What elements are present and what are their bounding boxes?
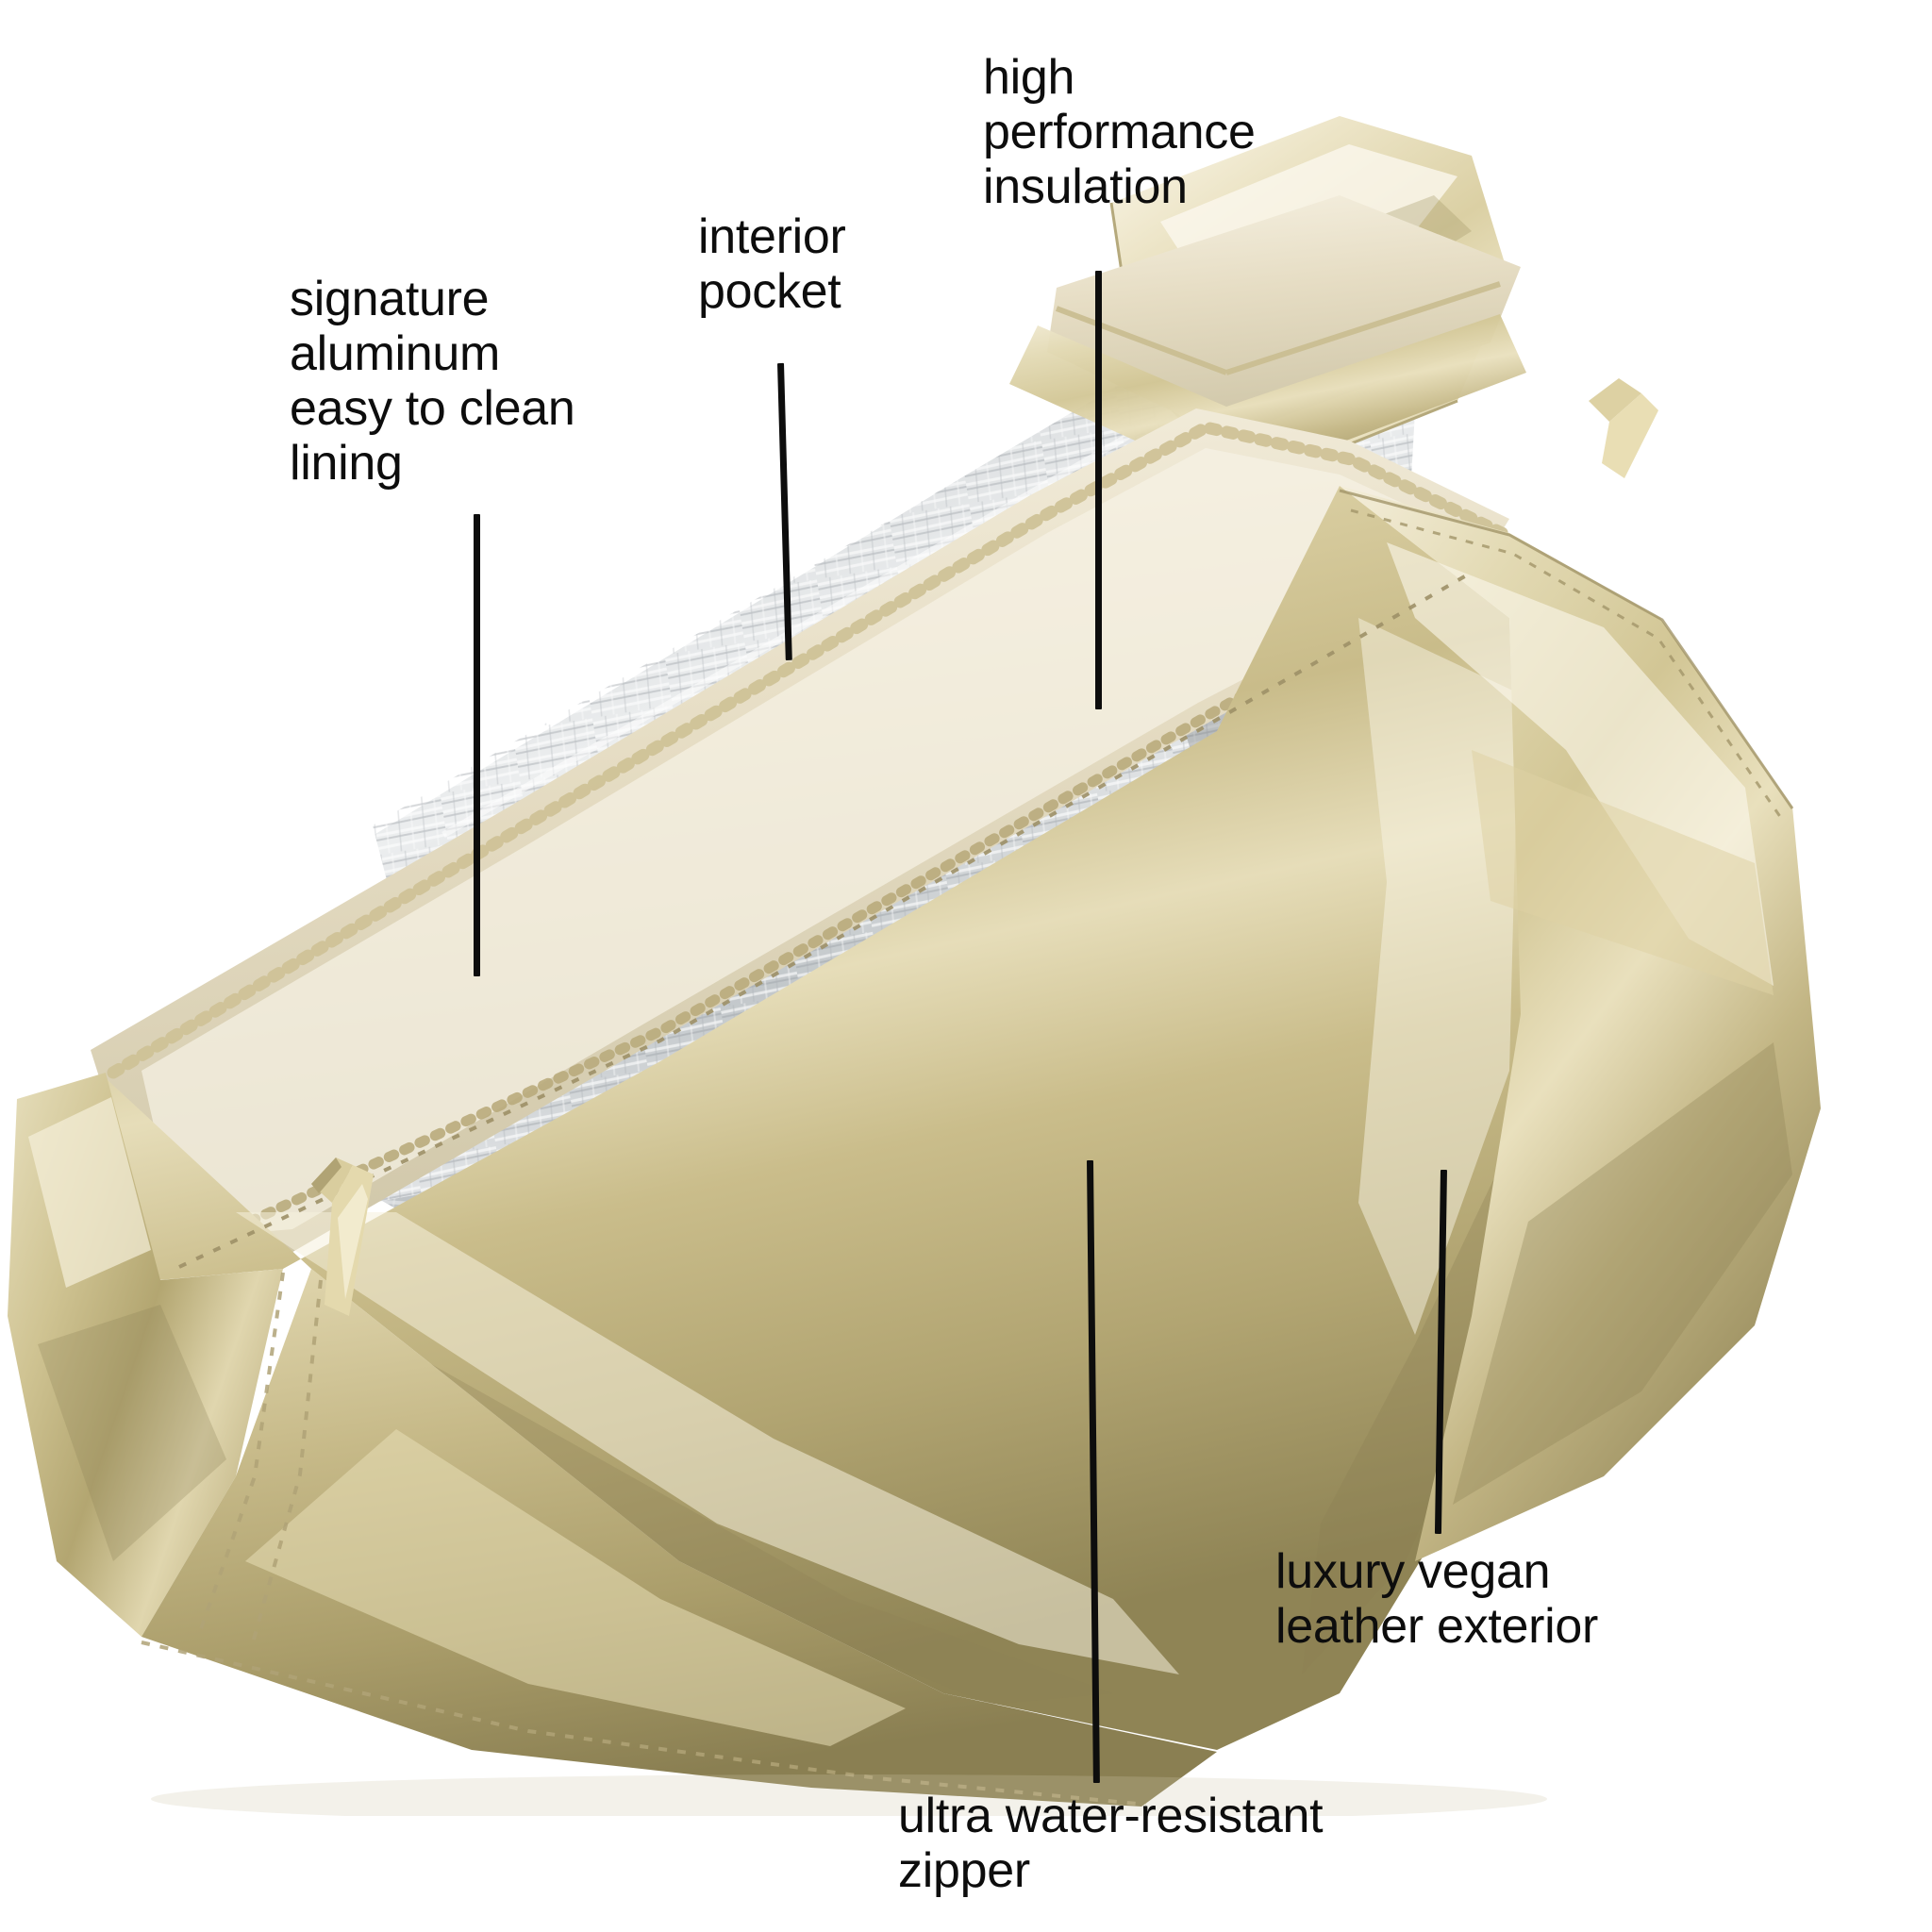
bag-illustration: wellinsulated [8, 116, 1821, 1816]
zipper-pull-icon [311, 1158, 374, 1316]
front-rim-stitching [178, 573, 1470, 1269]
bag-right-panel [1340, 486, 1821, 1561]
callout-interior-pocket: interior pocket [698, 209, 846, 319]
bag-front-panel [106, 486, 1528, 1750]
zipper-pull-back-icon [1589, 378, 1658, 478]
leader-line-high-performance-insulation [1095, 271, 1102, 709]
callout-signature-aluminum-lining: signature aluminum easy to clean lining [290, 272, 575, 491]
callout-high-performance-insulation: high performance insulation [983, 50, 1256, 214]
bottom-stitching [141, 1272, 1147, 1807]
zipper-teeth [107, 421, 1512, 1079]
leader-line-signature-aluminum-lining [474, 514, 480, 976]
callout-ultra-water-resistant-zipper: ultra water-resistant zipper [898, 1789, 1324, 1898]
zipper-tape-back [1047, 195, 1521, 437]
zipper-tape-opening [91, 408, 1509, 1271]
callout-luxury-vegan-leather-exterior: luxury vegan leather exterior [1275, 1544, 1599, 1654]
right-panel-seam [1339, 489, 1794, 824]
bag-bottom-face [142, 1269, 1217, 1807]
bag-left-end [8, 1073, 283, 1637]
product-photo: wellinsulated [0, 90, 1932, 1816]
